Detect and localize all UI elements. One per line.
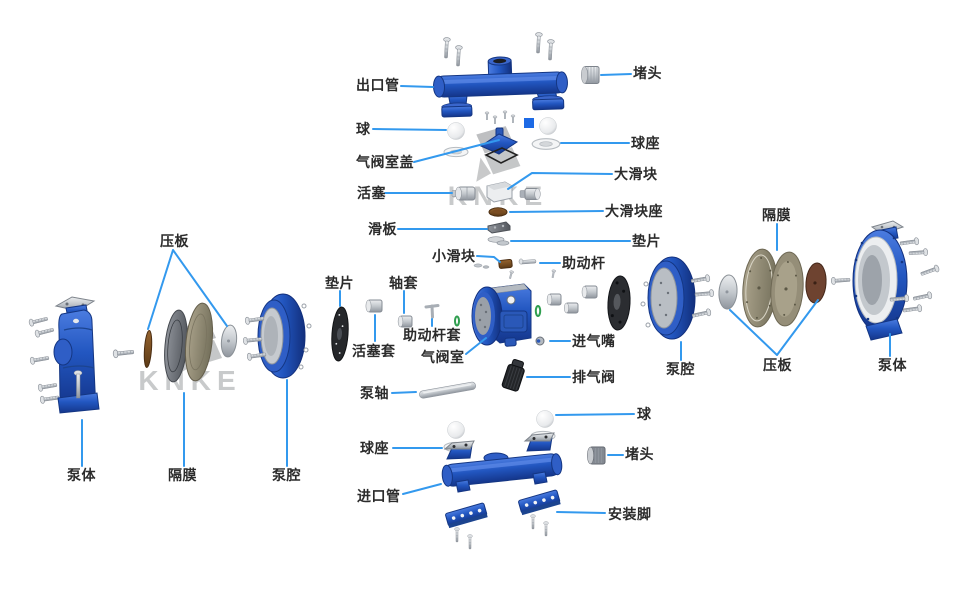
label-exhaust-valve: 排气阀 — [572, 369, 616, 385]
part-plug-top — [581, 66, 600, 84]
label-assist-rod: 助动杆 — [562, 255, 606, 271]
part-pressure-plate-left-b — [220, 324, 238, 358]
leader-pressure-plate-right — [729, 299, 819, 356]
part-diaphragm-right — [742, 248, 804, 328]
label-mounting-feet: 安装脚 — [608, 506, 652, 522]
part-outlet-manifold — [433, 56, 568, 118]
label-ball-bottom: 球 — [637, 406, 652, 422]
part-large-slider-seat — [488, 207, 508, 217]
leader-large-slider-seat — [509, 210, 604, 213]
label-piston-sleeve: 活塞套 — [352, 343, 396, 359]
label-pressure-plate-right: 压板 — [763, 357, 792, 373]
label-diaphragm-right: 隔膜 — [762, 207, 791, 223]
part-plug-bottom — [587, 446, 606, 465]
label-slide-plate: 滑板 — [368, 221, 397, 237]
part-piston-sleeve — [365, 299, 383, 313]
part-cover-screws — [484, 110, 516, 125]
part-ball-bottom-right — [536, 410, 554, 428]
part-assist-rod — [518, 258, 537, 265]
part-small-slider — [473, 258, 513, 269]
label-gasket-top: 垫片 — [632, 233, 661, 249]
part-air-valve-chamber — [471, 283, 532, 347]
part-blue-square — [524, 118, 534, 128]
label-shaft-sleeve: 轴套 — [389, 275, 418, 291]
label-pump-shaft: 泵轴 — [360, 385, 389, 401]
label-piston: 活塞 — [357, 185, 386, 201]
label-gasket-mid: 垫片 — [325, 275, 354, 291]
label-small-slider: 小滑块 — [432, 248, 476, 264]
label-diaphragm-left: 隔膜 — [168, 467, 197, 483]
label-large-slider: 大滑块 — [614, 166, 658, 182]
part-assist-rod-sleeve — [424, 304, 440, 319]
part-ball-top-left — [447, 122, 465, 140]
leader-inlet-pipe — [402, 483, 442, 495]
leader-plug-top — [600, 73, 632, 76]
label-pressure-plate-left: 压板 — [160, 233, 189, 249]
part-shaft-sleeve — [397, 315, 413, 328]
part-air-inlet-nozzle — [535, 336, 545, 346]
label-inlet-pipe: 进口管 — [357, 488, 401, 504]
part-ball-seat-top-right — [531, 138, 561, 150]
part-gasket-small-top — [487, 236, 510, 246]
leader-air-valve-chamber — [465, 337, 487, 355]
label-air-valve-chamber: 气阀室 — [421, 349, 465, 365]
leader-ball-top — [372, 128, 447, 131]
part-large-slider — [486, 181, 513, 203]
leader-large-slider — [507, 172, 613, 190]
label-pump-chamber-left: 泵腔 — [272, 467, 301, 483]
label-ball-seat-top: 球座 — [631, 135, 660, 151]
part-pump-chamber-left — [242, 293, 312, 379]
part-ball-bottom-left — [447, 421, 465, 439]
part-pump-shaft — [419, 381, 476, 399]
part-pressure-plate-right-b — [805, 262, 827, 304]
part-pump-body-right — [852, 220, 941, 341]
part-spacer-sleeves — [507, 269, 598, 314]
leader-mounting-feet — [556, 511, 606, 514]
label-ball-seat-bottom: 球座 — [360, 440, 389, 456]
part-pump-chamber-right — [640, 256, 715, 340]
part-o-ring-right — [534, 305, 542, 317]
label-outlet-pipe: 出口管 — [356, 77, 400, 93]
part-piston — [451, 186, 476, 201]
leader-air-valve-chamber-cover — [413, 139, 500, 163]
leader-outlet-pipe — [400, 85, 434, 88]
label-air-valve-chamber-cover: 气阀室盖 — [356, 154, 414, 170]
part-gasket-mid — [331, 306, 349, 362]
leader-pump-shaft — [391, 391, 417, 394]
label-pump-body-right: 泵体 — [878, 357, 907, 373]
part-pressure-plate-left-a — [143, 330, 153, 368]
label-assist-rod-sleeve: 助动杆套 — [403, 327, 461, 343]
label-pump-body-left: 泵体 — [67, 467, 96, 483]
label-pump-chamber-right: 泵腔 — [666, 361, 695, 377]
part-pump-body-left — [53, 296, 100, 414]
part-diaphragm-screw — [830, 275, 851, 285]
label-plug-top: 堵头 — [633, 65, 662, 81]
part-pressure-plate-right-a — [718, 274, 738, 310]
label-plug-bottom: 堵头 — [625, 446, 654, 462]
part-slide-plate — [487, 221, 511, 234]
leader-lines — [81, 73, 891, 514]
part-exhaust-valve — [501, 358, 525, 392]
label-large-slider-seat: 大滑块座 — [605, 203, 663, 219]
part-ball-top-right — [539, 117, 557, 135]
part-piston-end-cap — [519, 188, 541, 200]
part-diaphragm-left — [164, 302, 214, 383]
part-o-ring-left — [454, 315, 460, 327]
label-air-inlet-nozzle: 进气嘴 — [572, 333, 616, 349]
part-air-valve-cover — [479, 127, 519, 164]
part-inlet-manifold — [441, 432, 563, 493]
part-valve-plate — [607, 275, 631, 331]
leader-pressure-plate-left — [147, 249, 228, 330]
leader-small-slider — [476, 255, 501, 263]
leader-ball-bottom — [555, 413, 635, 416]
part-mounting-feet — [445, 489, 561, 550]
label-ball-top: 球 — [356, 121, 371, 137]
